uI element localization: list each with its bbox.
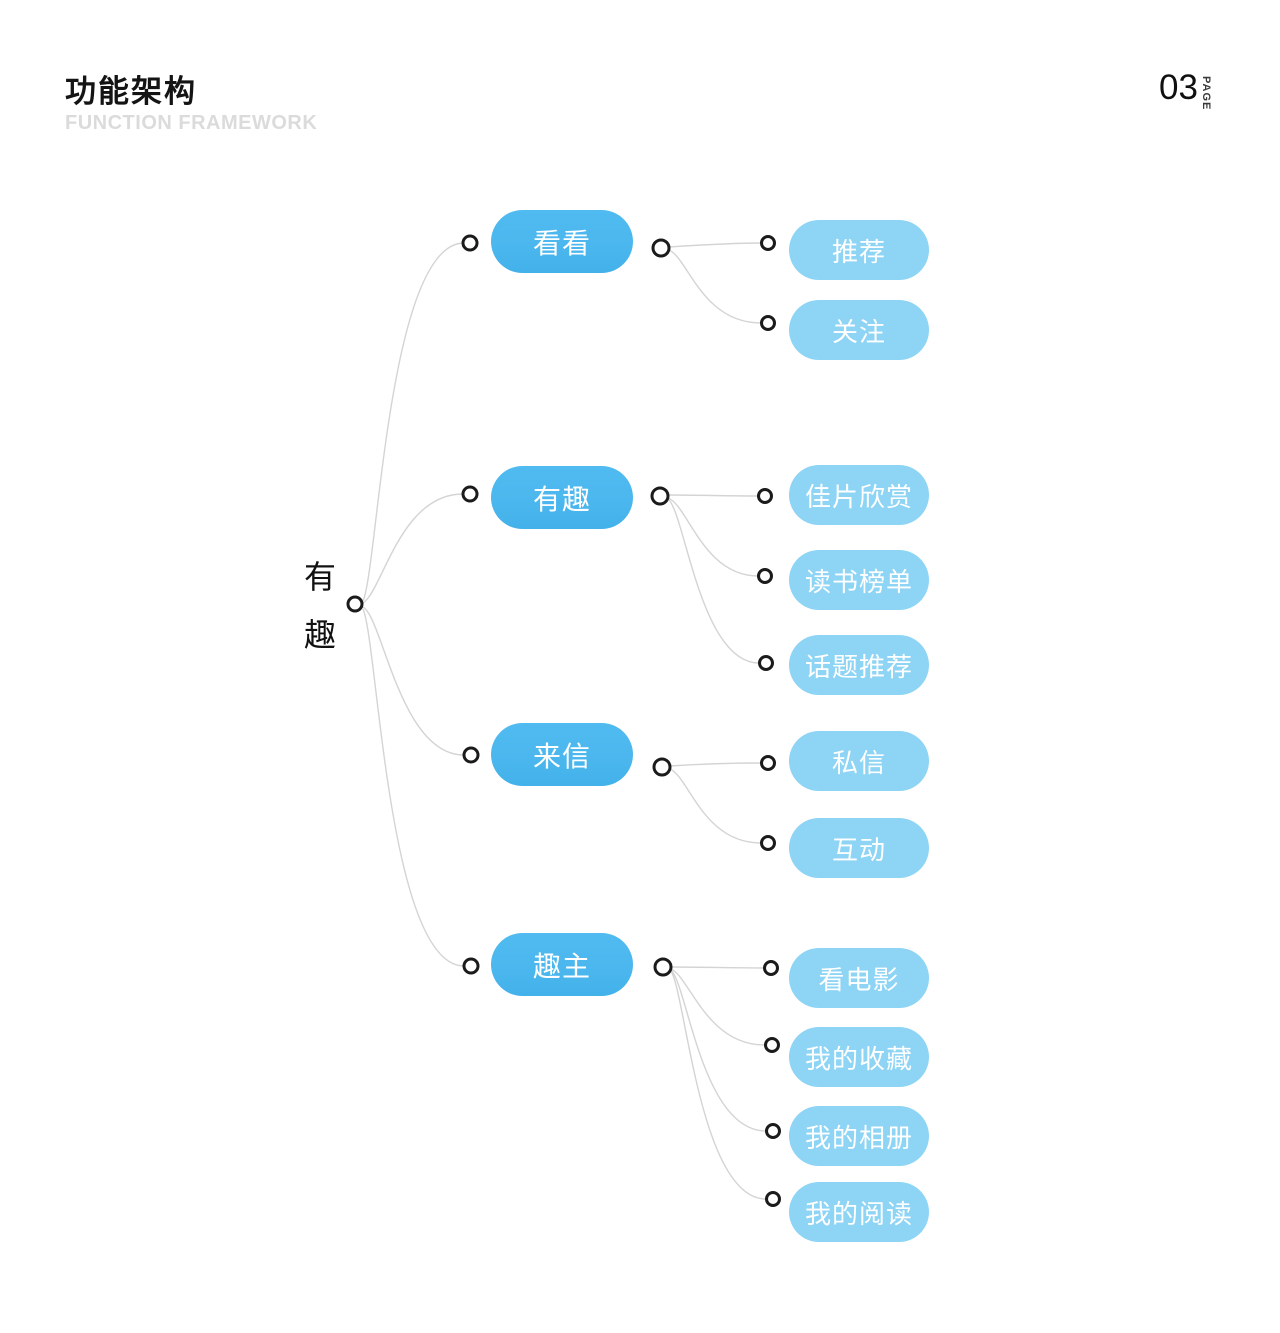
hub-connector-dot [651, 238, 671, 258]
connector-line [667, 494, 759, 497]
child-node-huatituijian: 话题推荐 [789, 635, 929, 695]
branch-connector-dot [462, 957, 480, 975]
child-connector-dot [765, 1191, 781, 1207]
hub-connector-dot [650, 486, 670, 506]
child-connector-dot [760, 755, 776, 771]
connector-line [667, 497, 759, 577]
root-node-label: 有趣 [303, 559, 336, 653]
hub-connector-dot [652, 757, 672, 777]
connector-line [670, 969, 767, 1132]
child-node-sixin: 私信 [789, 731, 929, 791]
connector-line [669, 762, 762, 767]
child-connector-dot [763, 960, 779, 976]
connector-line [670, 966, 765, 969]
child-node-kandianying: 看电影 [789, 948, 929, 1008]
connector-line [362, 608, 465, 967]
child-connector-dot [757, 568, 773, 584]
branch-node-kankan: 看看 [491, 210, 633, 273]
child-connector-dot [757, 488, 773, 504]
connector-line [668, 242, 762, 248]
child-connector-dot [760, 315, 776, 331]
child-node-hudong: 互动 [789, 818, 929, 878]
connector-line [362, 242, 465, 602]
child-node-wodeshoucang: 我的收藏 [789, 1027, 929, 1087]
connector-line [670, 968, 766, 1046]
branch-node-youqu: 有趣 [491, 466, 633, 529]
page-title: 功能架构 [65, 74, 197, 109]
child-connector-dot [760, 235, 776, 251]
hub-connector-dot [653, 957, 673, 977]
connector-line [670, 970, 767, 1200]
branch-connector-dot [462, 746, 480, 764]
page-subtitle: FUNCTION FRAMEWORK [65, 112, 318, 134]
connector-line [668, 249, 762, 324]
page-number: 03 [1159, 68, 1198, 107]
child-node-wodeyuedu: 我的阅读 [789, 1182, 929, 1242]
page-number-label: PAGE [1200, 76, 1212, 111]
child-node-tuijian: 推荐 [789, 220, 929, 280]
connector-line [667, 498, 760, 664]
connector-line [362, 493, 464, 604]
branch-connector-dot [461, 234, 479, 252]
child-connector-dot [760, 835, 776, 851]
child-connector-dot [765, 1123, 781, 1139]
branch-connector-dot [461, 485, 479, 503]
child-connector-dot [758, 655, 774, 671]
child-node-dushubangdan: 读书榜单 [789, 550, 929, 610]
connector-line [669, 768, 762, 844]
branch-node-quzhu: 趣主 [491, 933, 633, 996]
root-connector-dot [346, 595, 364, 613]
connector-line [362, 606, 465, 756]
child-node-jiapianxinshang: 佳片欣赏 [789, 465, 929, 525]
child-connector-dot [764, 1037, 780, 1053]
child-node-wodexiangce: 我的相册 [789, 1106, 929, 1166]
child-node-guanzhu: 关注 [789, 300, 929, 360]
branch-node-laixin: 来信 [491, 723, 633, 786]
